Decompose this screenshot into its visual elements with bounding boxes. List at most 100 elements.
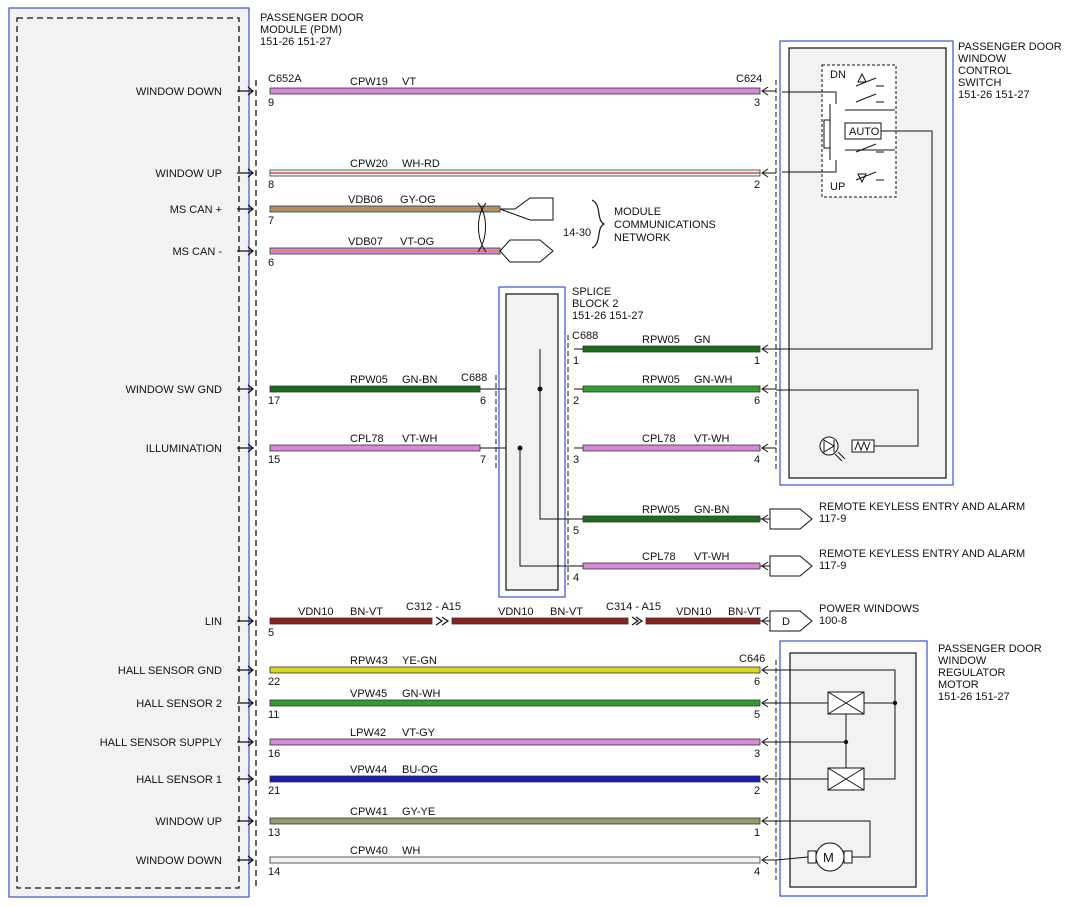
pin-number: 5 xyxy=(268,627,274,639)
pin-label: HALL SENSOR GND xyxy=(118,665,222,677)
wire-circuit: CPW20 xyxy=(350,158,388,170)
wire-color-code: GN-WH xyxy=(694,374,733,386)
pdm-title-2: MODULE (PDM) xyxy=(260,24,342,36)
pin-arrow-icon xyxy=(237,665,254,675)
inline-connector-icon xyxy=(435,616,450,626)
power-windows-line-1: POWER WINDOWS xyxy=(819,603,919,615)
regulator-title-3: REGULATOR xyxy=(938,667,1005,679)
pin-arrow-icon xyxy=(237,204,254,214)
pin-number: 14 xyxy=(268,866,280,878)
switch-title-2: WINDOW xyxy=(958,53,1007,65)
splice-block: SPLICE BLOCK 2 151-26 151-27 C688 C688 xyxy=(461,286,644,598)
far-pin-number: 6 xyxy=(754,395,760,407)
wire-end-arrow-icon xyxy=(761,168,776,178)
pin-label: HALL SENSOR 1 xyxy=(136,774,222,786)
pin-arrow-icon xyxy=(237,816,254,826)
pin-number: 8 xyxy=(268,179,274,191)
splice-pin-number: 4 xyxy=(573,572,579,584)
wire-body xyxy=(269,699,761,707)
splice-pin-number: 5 xyxy=(573,525,579,537)
wire-circuit: CPL78 xyxy=(642,433,676,445)
wire-color-code: YE-GN xyxy=(402,655,437,667)
network-line-3: NETWORK xyxy=(614,232,671,244)
rke-1-line-2: 117-9 xyxy=(819,513,846,525)
switch-up: UP xyxy=(830,181,845,193)
far-pin-number: 4 xyxy=(754,454,760,466)
wire-color-code: GN-BN xyxy=(694,504,730,516)
connector-c688-right: C688 xyxy=(572,330,598,342)
switch-title-1: PASSENGER DOOR xyxy=(958,41,1062,53)
far-pin-number: 1 xyxy=(754,355,760,367)
ms-can-plus-arrow-icon xyxy=(499,197,554,221)
pin-arrow-icon xyxy=(237,246,254,256)
connector-c314: C314 - A15 xyxy=(606,601,661,613)
regulator-motor: M PASSENGER DOOR WINDOW REGULATOR MOTOR … xyxy=(775,640,1042,897)
far-pin-number: 6 xyxy=(754,676,760,688)
switch-dn: DN xyxy=(830,69,846,81)
illumination-lamp-icon xyxy=(776,389,919,462)
wire-color-code: GY-OG xyxy=(400,194,436,206)
wire-body xyxy=(269,817,761,825)
wire-color-code: GN-BN xyxy=(402,374,438,386)
pin-label: HALL SENSOR 2 xyxy=(136,698,222,710)
wire-color-code: BN-VT xyxy=(350,606,383,618)
pin-number: 22 xyxy=(268,676,280,688)
pin-number: 9 xyxy=(268,97,274,109)
splice-pin-number: 2 xyxy=(573,395,579,407)
wire-color-code: BU-OG xyxy=(402,764,438,776)
wire-circuit: RPW05 xyxy=(642,374,680,386)
pin-number: 21 xyxy=(268,785,280,797)
pin-arrow-icon xyxy=(237,698,254,708)
wire-splice-r2: RPW05 GN-WH 6 2 xyxy=(573,374,776,407)
pin-number: 6 xyxy=(268,257,274,269)
far-pin-number: 3 xyxy=(754,97,760,109)
connector-c646: C646 xyxy=(739,653,765,665)
wire-body xyxy=(582,385,761,393)
pin-arrow-icon xyxy=(237,855,254,865)
wire-end-arrow-icon xyxy=(761,665,776,675)
power-windows-letter: D xyxy=(782,616,790,628)
wire-color-code: VT-OG xyxy=(400,236,434,248)
reference-power-windows: D POWER WINDOWS 100-8 xyxy=(769,603,919,632)
switch-title-3: CONTROL xyxy=(958,65,1012,77)
wire-circuit: RPW05 xyxy=(642,334,680,346)
pdm-title-1: PASSENGER DOOR xyxy=(260,12,364,24)
splice-pin-number: 3 xyxy=(573,454,579,466)
wire-circuit: VPW44 xyxy=(350,764,387,776)
rke-1-arrow-icon xyxy=(769,508,813,530)
pin-number: 17 xyxy=(268,395,280,407)
wire-circuit: CPW19 xyxy=(350,76,388,88)
wire-body xyxy=(269,444,481,452)
pin-arrow-icon xyxy=(237,443,254,453)
splice-pin-number: 7 xyxy=(480,454,486,466)
wire-splice-r3: CPL78 VT-WH 4 3 xyxy=(573,433,776,466)
wire-circuit: VDN10 xyxy=(298,606,333,618)
pin-arrow-icon xyxy=(237,86,254,96)
wire-end-arrow-icon xyxy=(761,384,776,394)
ms-can-minus-arrow-icon xyxy=(499,239,554,263)
pin-number: 13 xyxy=(268,827,280,839)
pin-label: WINDOW DOWN xyxy=(136,855,222,867)
splice-pin-number: 1 xyxy=(573,355,579,367)
pdm-module: PASSENGER DOOR MODULE (PDM) 151-26 151-2… xyxy=(8,7,364,898)
wire-circuit: VPW45 xyxy=(350,688,387,700)
wire-color-code: VT-WH xyxy=(694,433,729,445)
pin-number: 16 xyxy=(268,748,280,760)
power-windows-arrow-icon xyxy=(769,610,813,632)
pin-number: 15 xyxy=(268,454,280,466)
wire-body xyxy=(582,444,761,452)
inline-connector-icon xyxy=(631,616,644,626)
wire-body xyxy=(645,617,761,625)
pin-arrow-icon xyxy=(237,774,254,784)
switch-title-5: 151-26 151-27 xyxy=(958,89,1030,101)
